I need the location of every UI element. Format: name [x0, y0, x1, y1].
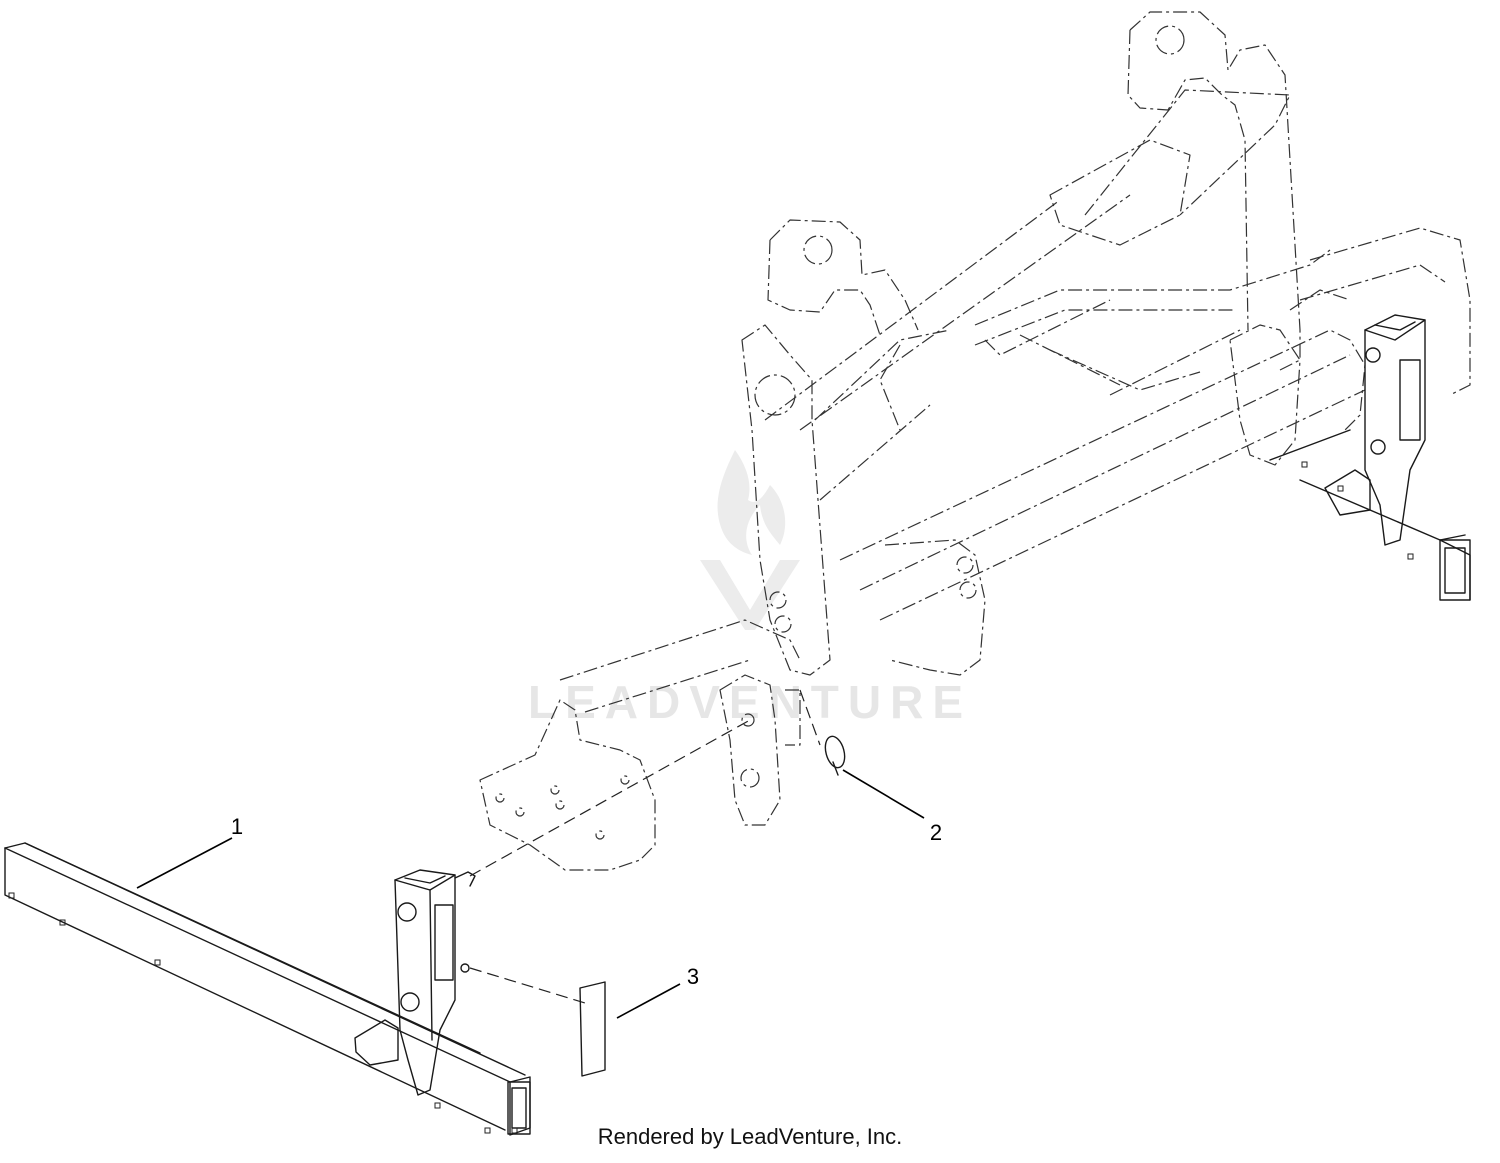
explode-line-pin [469, 719, 751, 877]
leader-line-3 [616, 983, 681, 1019]
part-3-decal [579, 981, 606, 1077]
explode-line-decal [469, 967, 586, 1004]
watermark: LEADVENTURE [528, 450, 972, 728]
credit-line: Rendered by LeadVenture, Inc. [597, 1124, 903, 1149]
leader-line-2 [842, 769, 925, 819]
callout-3: 3 [687, 964, 699, 989]
flame-logo-icon [717, 450, 786, 555]
callout-2: 2 [930, 820, 942, 845]
explode-line-clip [799, 689, 821, 746]
part-1-hitch-bar [4, 842, 531, 1136]
callout-1: 1 [231, 814, 243, 839]
watermark-text: LEADVENTURE [528, 676, 972, 728]
part-2-hairpin-clip [824, 735, 846, 776]
right-hitch-assembly [1269, 314, 1471, 601]
leader-line-1 [136, 837, 233, 889]
mower-frame-phantom [479, 11, 1471, 871]
